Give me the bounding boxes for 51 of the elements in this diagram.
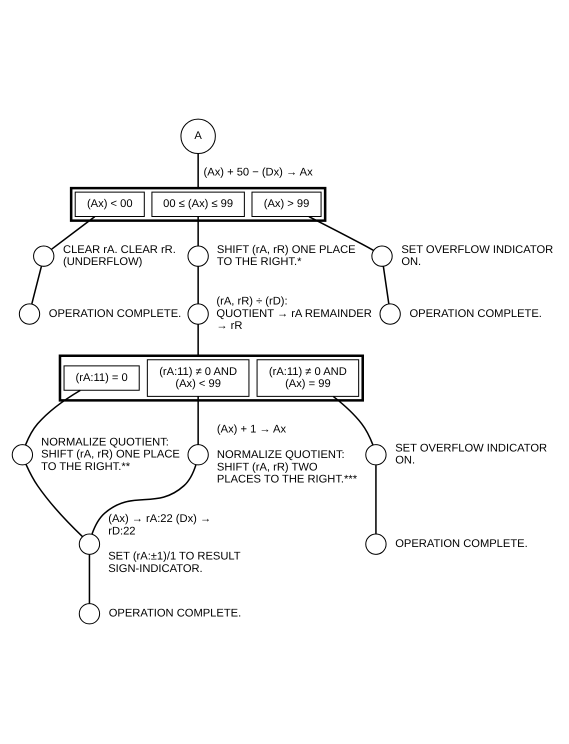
node-box: 00 ≤ (Ax) ≤ 99 <box>151 192 245 218</box>
node-label: (Ax) + 1 → Ax <box>216 424 286 436</box>
node-circle <box>365 534 387 555</box>
node-label: OPERATION COMPLETE. <box>48 308 182 320</box>
node-label: NORMALIZE QUOTIENT: SHIFT (rA, rR) TWO PLACES TO THE RIGHT.*** <box>216 449 358 486</box>
node-circle: A <box>180 118 216 154</box>
cluster <box>70 186 326 222</box>
connector <box>31 266 42 304</box>
node-label: OPERATION COMPLETE. <box>395 538 528 550</box>
node-box: (Ax) < 00 <box>74 192 145 218</box>
node-label: (Ax) → rA:22 (Dx) → rD:22 <box>108 513 212 538</box>
edge-label: (Ax) + 50 − (Dx) → Ax <box>204 166 313 179</box>
node-circle <box>12 444 34 466</box>
node-circle <box>187 444 209 466</box>
connector <box>88 554 90 604</box>
node-box: (rA:11) = 0 <box>64 365 140 391</box>
node-label: SHIFT (rA, rR) ONE PLACE TO THE RIGHT.* <box>216 244 356 268</box>
connector <box>51 216 96 250</box>
connector <box>382 266 390 304</box>
connector <box>197 324 199 356</box>
connector <box>197 154 199 188</box>
node-label: SET OVERFLOW INDICATOR ON. <box>401 244 554 268</box>
node-circle <box>365 444 387 466</box>
node-circle <box>78 603 100 624</box>
node-circle <box>78 534 100 555</box>
node-circle <box>18 303 40 325</box>
connector <box>308 216 374 251</box>
node-circle <box>371 245 393 267</box>
node-label: OPERATION COMPLETE. <box>409 308 542 320</box>
connector <box>197 396 199 444</box>
node-box: (rA:11) ≠ 0 AND (Ax) < 99 <box>146 359 250 397</box>
node-box: (rA:11) ≠ 0 AND (Ax) = 99 <box>256 359 360 397</box>
node-circle <box>33 245 54 267</box>
connector <box>197 216 199 246</box>
node-circle <box>187 303 209 325</box>
node-label: SET OVERFLOW INDICATOR ON. <box>395 442 548 467</box>
node-label: OPERATION COMPLETE. <box>108 608 242 620</box>
connector <box>24 390 81 446</box>
node-label: (rA, rR) ÷ (rD): QUOTIENT → rA REMAINDER → rR <box>216 296 372 332</box>
node-box: (Ax) > 99 <box>251 192 322 218</box>
connector <box>25 464 83 538</box>
node-label: CLEAR rA. CLEAR rR. (UNDERFLOW) <box>63 244 176 268</box>
node-label: NORMALIZE QUOTIENT: SHIFT (rA, rR) ONE PLACE TO THE RIGHT.** <box>41 436 180 473</box>
node-label: SET (rA:±1)/1 TO RESULT SIGN-INDICATOR. <box>108 550 241 575</box>
cluster <box>58 354 364 402</box>
connector <box>91 464 197 534</box>
connector <box>332 396 374 446</box>
node-circle <box>187 245 209 267</box>
connector <box>197 266 199 304</box>
connector <box>375 465 377 534</box>
node-circle <box>379 303 401 325</box>
